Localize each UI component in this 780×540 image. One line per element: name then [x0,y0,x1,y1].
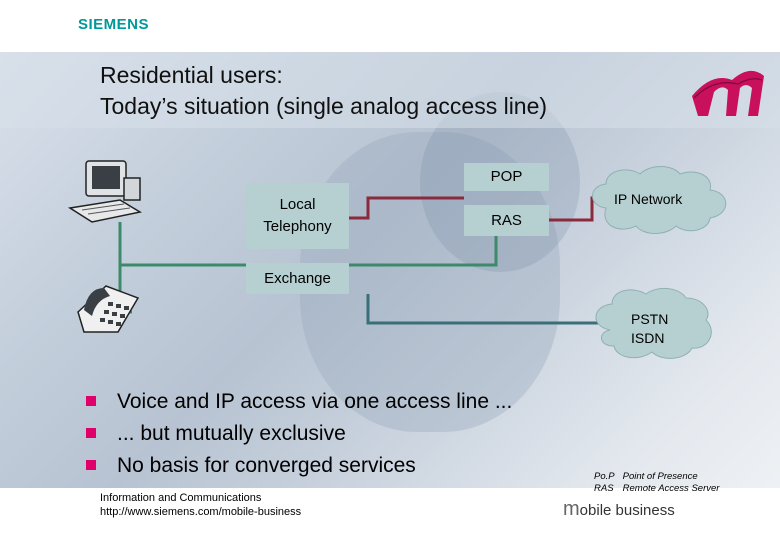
isdn-label: ISDN [631,330,665,346]
mobile-business-text: obile business [579,502,675,519]
local-telephony-box: Local Telephony [246,183,349,249]
abbreviation-legend: Po.P Point of Presence RAS Remote Access… [594,471,719,495]
title-line-2: Today’s situation (single analog access … [100,93,548,119]
telephone-icon [77,285,140,333]
legend-meaning: Point of Presence [622,471,698,482]
bullet-text: No basis for converged services [117,454,416,477]
footer-info: Information and Communications http://ww… [100,491,301,519]
title-band [0,52,780,128]
mobile-m-logo-icon [692,70,764,116]
legend-row: RAS Remote Access Server [594,483,719,495]
footer-line-1: Information and Communications [100,492,262,504]
pop-box: POP [464,163,549,191]
legend-abbr: RAS [594,483,614,494]
bullet-marker-icon [86,396,96,406]
bullet-text: Voice and IP access via one access line … [117,390,513,413]
computer-icon [67,160,143,223]
line-local-to-ras [349,196,464,220]
legend-abbr: Po.P [594,471,615,482]
slide-title: Residential users: Today’s situation (si… [100,60,547,122]
local-telephony-line-2: Telephony [263,218,332,235]
mobile-business-logo: mobile business [563,498,675,521]
legend-meaning: Remote Access Server [622,483,720,494]
bullet-marker-icon [86,460,96,470]
footer-url[interactable]: http://www.siemens.com/mobile-business [100,506,302,518]
pstn-cloud-icon [595,288,712,359]
exchange-box: Exchange [246,263,349,294]
local-telephony-line-1: Local [279,196,316,213]
legend-row: Po.P Point of Presence [594,471,719,483]
pstn-label: PSTN [631,311,669,327]
bullet-text: ... but mutually exclusive [117,422,346,445]
ip-network-label: IP Network [614,191,683,207]
mobile-business-m: m [563,498,580,520]
bullet-marker-icon [86,428,96,438]
title-line-1: Residential users: [100,62,283,88]
siemens-logo: SIEMENS [78,16,150,33]
line-exchange-to-ras [349,236,498,267]
line-exchange-to-pstn [366,294,614,325]
ras-box: RAS [464,205,549,236]
ip-network-cloud-icon [592,166,727,234]
